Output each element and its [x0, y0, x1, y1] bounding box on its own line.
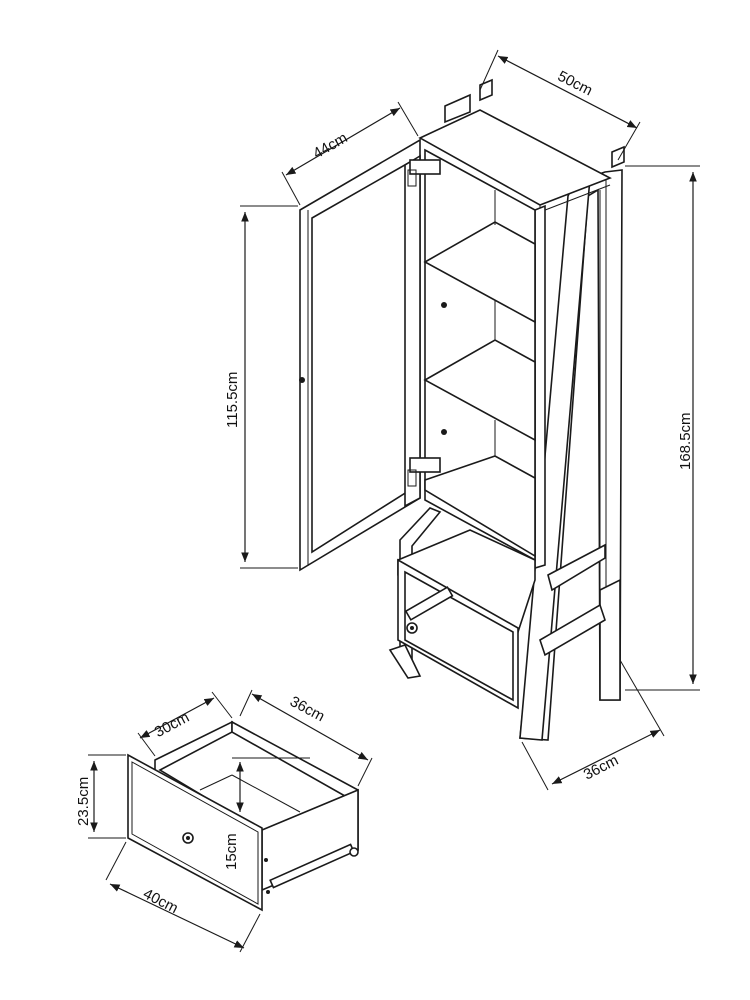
wall-bracket-left [479, 78, 493, 102]
lower-base-shelf [539, 603, 606, 657]
hinge-bottom [409, 457, 441, 473]
label-door-width: 44cm [310, 129, 350, 162]
label-drawer-height: 23.5cm [75, 777, 92, 826]
cabinet [299, 78, 625, 741]
door-knob [299, 377, 305, 383]
label-drawer-depth: 30cm [152, 709, 192, 741]
label-cabinet-depth: 50cm [555, 68, 595, 100]
upper-base-shelf [547, 543, 606, 592]
cabinet-side-panel [534, 204, 546, 570]
label-total-height: 168.5cm [677, 412, 694, 470]
shelf-1 [423, 221, 536, 324]
label-drawer-inner-height: 15cm [223, 833, 240, 870]
front-left-leg [388, 644, 422, 679]
hinge-top [409, 159, 441, 175]
label-drawer-length: 36cm [287, 693, 327, 725]
shelf-2 [423, 339, 536, 442]
cabinet-rear-leg [599, 578, 621, 701]
label-base-depth: 36cm [581, 752, 621, 784]
door-edge [404, 154, 421, 508]
door-panel-inset [311, 160, 411, 554]
drawer [127, 720, 359, 912]
drawer-front [127, 753, 263, 912]
cabinet-top [418, 109, 612, 206]
wall-bracket-right [611, 145, 625, 169]
label-door-height: 115.5cm [224, 372, 241, 428]
label-drawer-width: 40cm [140, 885, 180, 917]
drawer-slide [404, 586, 454, 621]
shelf-3 [424, 455, 536, 558]
